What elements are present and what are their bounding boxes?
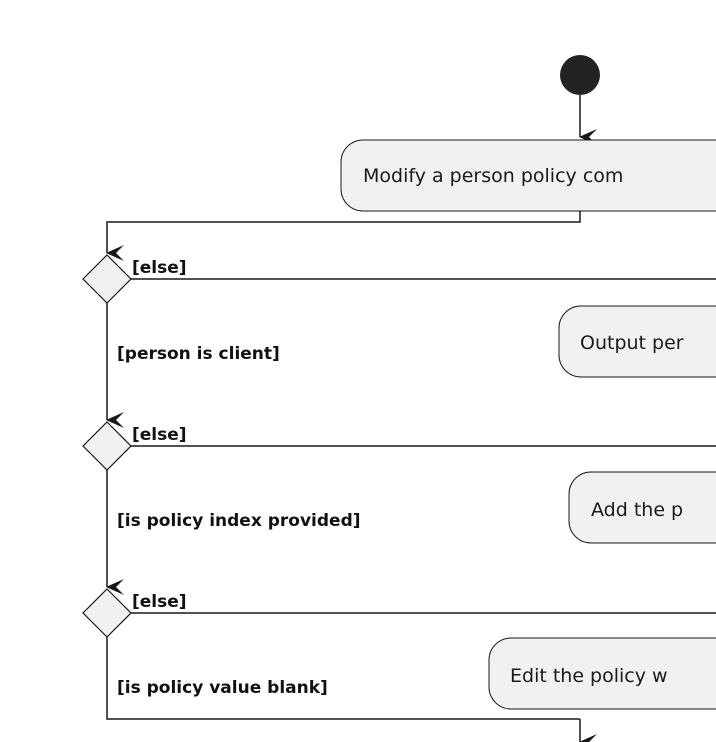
action-label-edit: Edit the policy w [510, 665, 668, 687]
flow-lines [106, 95, 716, 742]
action-modify: Modify a person policy com [340, 139, 716, 212]
action-output: Output per [558, 305, 716, 378]
action-label-output: Output per [580, 332, 684, 354]
decisions [82, 254, 132, 638]
action-label-modify: Modify a person policy com [363, 165, 623, 187]
action-edit: Edit the policy w [488, 637, 716, 710]
decision-diamond-1 [82, 254, 132, 304]
else-label-3: [else] [132, 592, 187, 612]
branch-label-2: [is policy index provided] [117, 511, 361, 531]
branch-label-1: [person is client] [117, 344, 280, 364]
else-label-1: [else] [132, 258, 187, 278]
decision-diamond-3 [82, 588, 132, 638]
start-node [560, 55, 600, 95]
branch-label-3: [is policy value blank] [117, 678, 328, 698]
flow-action-to-decision-1 [106, 211, 581, 261]
action-label-add: Add the p [591, 499, 683, 521]
else-label-2: [else] [132, 425, 187, 445]
flow-decision-3-merge [106, 637, 580, 720]
decision-diamond-2 [82, 421, 132, 471]
action-add: Add the p [568, 471, 716, 544]
